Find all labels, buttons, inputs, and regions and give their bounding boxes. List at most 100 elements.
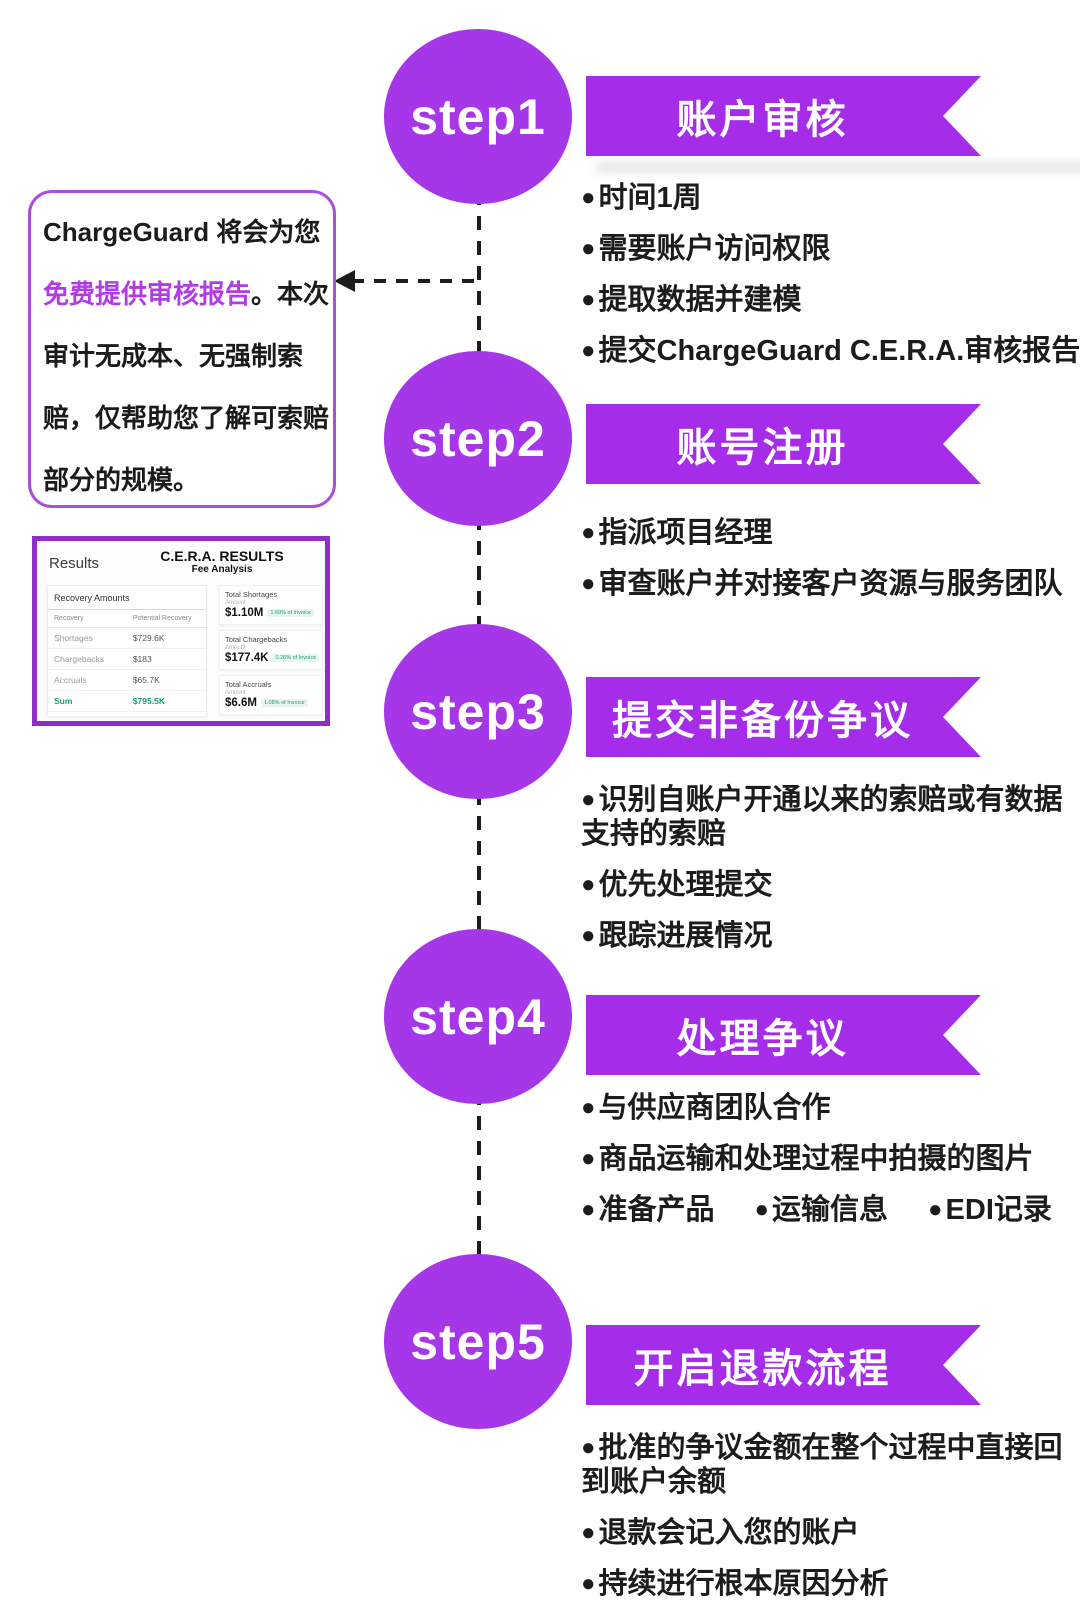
table-sum-row: Sum $795.5K bbox=[48, 691, 206, 712]
callout-highlight: 免费提供审核报告 bbox=[43, 279, 252, 309]
bullet-icon: ● bbox=[581, 1570, 596, 1597]
card-title: Total Shortages bbox=[225, 590, 278, 599]
step5-label: step5 bbox=[410, 1313, 546, 1370]
step4-label: step4 bbox=[410, 988, 546, 1045]
step5-banner: 开启退款流程 bbox=[586, 1325, 981, 1405]
bullet-item: ●需要账户访问权限 bbox=[581, 232, 1063, 266]
step4-circle: step4 bbox=[384, 929, 572, 1104]
card-title: Total Chargebacks bbox=[225, 635, 288, 644]
total-shortages-card: Total Shortages Amount $1.10M 1.60% of I… bbox=[219, 585, 323, 625]
bullet-icon: ● bbox=[581, 519, 596, 546]
bullet-item: ●商品运输和处理过程中拍摄的图片 bbox=[581, 1142, 1063, 1176]
table-row: Accruals $65.7K bbox=[48, 670, 206, 691]
callout-line-5: 部分的规模。 bbox=[43, 465, 200, 495]
card-badge: 1.60% of Invoice bbox=[267, 609, 315, 617]
sum-value: $795.5K bbox=[132, 696, 165, 706]
step4-bullets: ●与供应商团队合作 ●商品运输和处理过程中拍摄的图片 ●准备产品 ●运输信息 ●… bbox=[581, 1091, 1063, 1244]
bullet-icon: ● bbox=[581, 1434, 596, 1461]
bullet-icon: ● bbox=[581, 337, 596, 364]
bullet-text: 批准的争议金额在整个过程中直接回 bbox=[598, 1432, 1063, 1464]
bullet-text: 提交ChargeGuard C.E.R.A.审核报告 bbox=[598, 335, 1080, 367]
step2-label: step2 bbox=[410, 410, 546, 467]
bullet-item: ●批准的争议金额在整个过程中直接回 到账户余额 bbox=[581, 1431, 1063, 1499]
step1-banner-title: 账户审核 bbox=[676, 98, 849, 142]
step1-label: step1 bbox=[410, 88, 546, 145]
cera-results-screenshot: Results C.E.R.A. RESULTS Fee Analysis Re… bbox=[32, 536, 330, 726]
bullet-item: ●优先处理提交 bbox=[581, 868, 1063, 902]
step5-banner-title: 开启退款流程 bbox=[633, 1347, 892, 1391]
bullet-item: ●时间1周 bbox=[581, 181, 1063, 215]
step5-bullets: ●批准的争议金额在整个过程中直接回 到账户余额 ●退款会记入您的账户 ●持续进行… bbox=[581, 1431, 1063, 1611]
step4-banner-title: 处理争议 bbox=[676, 1017, 849, 1061]
bullet-text: 跟踪进展情况 bbox=[598, 920, 773, 952]
callout-arrow-line bbox=[352, 279, 474, 283]
bullet-item: ●运输信息 bbox=[755, 1193, 889, 1227]
results-title-box: C.E.R.A. RESULTS Fee Analysis bbox=[132, 548, 312, 575]
table-row: Chargebacks $183 bbox=[48, 649, 206, 670]
step2-banner-title: 账号注册 bbox=[676, 426, 849, 470]
bullet-item: ●与供应商团队合作 bbox=[581, 1091, 1063, 1125]
card-amount-label: Amount bbox=[225, 645, 246, 651]
callout-line-4: 赔，仅帮助您了解可索赔 bbox=[43, 403, 330, 433]
bullet-item: ●准备产品 bbox=[581, 1193, 715, 1227]
row-name: Shortages bbox=[54, 633, 93, 643]
step3-label: step3 bbox=[410, 683, 546, 740]
bullet-item: ●指派项目经理 bbox=[581, 516, 1063, 550]
bullet-icon: ● bbox=[581, 1196, 596, 1223]
bullet-icon: ● bbox=[581, 184, 596, 211]
bullet-text: 持续进行根本原因分析 bbox=[598, 1568, 889, 1600]
step5-circle: step5 bbox=[384, 1254, 572, 1429]
bullet-icon: ● bbox=[581, 786, 596, 813]
bullet-text: 与供应商团队合作 bbox=[598, 1092, 831, 1124]
bullet-icon: ● bbox=[581, 922, 596, 949]
row-value: $183 bbox=[132, 654, 152, 664]
total-chargebacks-card: Total Chargebacks Amount $177.4K 0.26% o… bbox=[219, 630, 323, 670]
bullet-item: ●跟踪进展情况 bbox=[581, 919, 1063, 953]
bullet-text: 识别自账户开通以来的索赔或有数据 bbox=[598, 784, 1063, 816]
table-row: Shortages $729.6K bbox=[48, 628, 206, 649]
bullet-text: 准备产品 bbox=[598, 1194, 715, 1226]
card-value: $6.6M bbox=[225, 697, 257, 709]
callout-line-2: 免费提供审核报告。本次 bbox=[43, 279, 330, 309]
card-value: $177.4K bbox=[225, 652, 269, 664]
bullet-icon: ● bbox=[581, 1094, 596, 1121]
card-amount-label: Amount bbox=[225, 690, 246, 696]
callout-arrow-left-icon bbox=[334, 270, 355, 292]
bullet-item: ●识别自账户开通以来的索赔或有数据 支持的索赔 bbox=[581, 783, 1063, 851]
bullet-icon: ● bbox=[581, 1519, 596, 1546]
col-recovery: Recovery bbox=[54, 615, 84, 622]
step1-circle: step1 bbox=[384, 29, 572, 204]
callout-line-1: ChargeGuard 将会为您 bbox=[43, 217, 321, 247]
card-badge: 0.26% of Invoice bbox=[272, 654, 320, 662]
bullet-text: 提取数据并建模 bbox=[598, 284, 802, 316]
bullet-icon: ● bbox=[581, 235, 596, 262]
total-accruals-card: Total Accruals Amount $6.6M 1.08% of Inv… bbox=[219, 675, 323, 715]
recovery-table-columns: Recovery Potential Recovery bbox=[48, 610, 206, 628]
step4-banner: 处理争议 bbox=[586, 995, 981, 1075]
step2-banner: 账号注册 bbox=[586, 404, 981, 484]
bullet-text: EDI记录 bbox=[945, 1194, 1052, 1226]
step1-bullets: ●时间1周 ●需要账户访问权限 ●提取数据并建模 ●提交ChargeGuard … bbox=[581, 181, 1080, 385]
step2-circle: step2 bbox=[384, 351, 572, 526]
bullet-text: 时间1周 bbox=[598, 182, 702, 214]
bullet-text: 运输信息 bbox=[772, 1194, 889, 1226]
callout-line-3: 审计无成本、无强制索 bbox=[43, 341, 304, 371]
bullet-text-continued: 到账户余额 bbox=[581, 1466, 727, 1498]
bullet-item: ●EDI记录 bbox=[928, 1193, 1052, 1227]
bullet-icon: ● bbox=[928, 1196, 943, 1223]
col-potential-recovery: Potential Recovery bbox=[132, 615, 192, 622]
bullet-inline-row: ●准备产品 ●运输信息 ●EDI记录 bbox=[581, 1193, 1063, 1227]
bullet-text-continued: 支持的索赔 bbox=[581, 818, 727, 850]
step2-bullets: ●指派项目经理 ●审查账户并对接客户资源与服务团队 bbox=[581, 516, 1063, 618]
card-value: $1.10M bbox=[225, 607, 264, 619]
row-value: $65.7K bbox=[132, 675, 160, 685]
recovery-table-header: Recovery Amounts bbox=[48, 586, 206, 610]
bullet-icon: ● bbox=[754, 1196, 770, 1223]
results-title: C.E.R.A. RESULTS bbox=[160, 548, 284, 564]
bullet-icon: ● bbox=[581, 871, 596, 898]
step3-banner-title: 提交非备份争议 bbox=[612, 699, 913, 743]
bullet-item: ●提交ChargeGuard C.E.R.A.审核报告 bbox=[581, 334, 1080, 368]
bullet-text: 商品运输和处理过程中拍摄的图片 bbox=[598, 1143, 1034, 1175]
row-name: Chargebacks bbox=[54, 654, 105, 664]
